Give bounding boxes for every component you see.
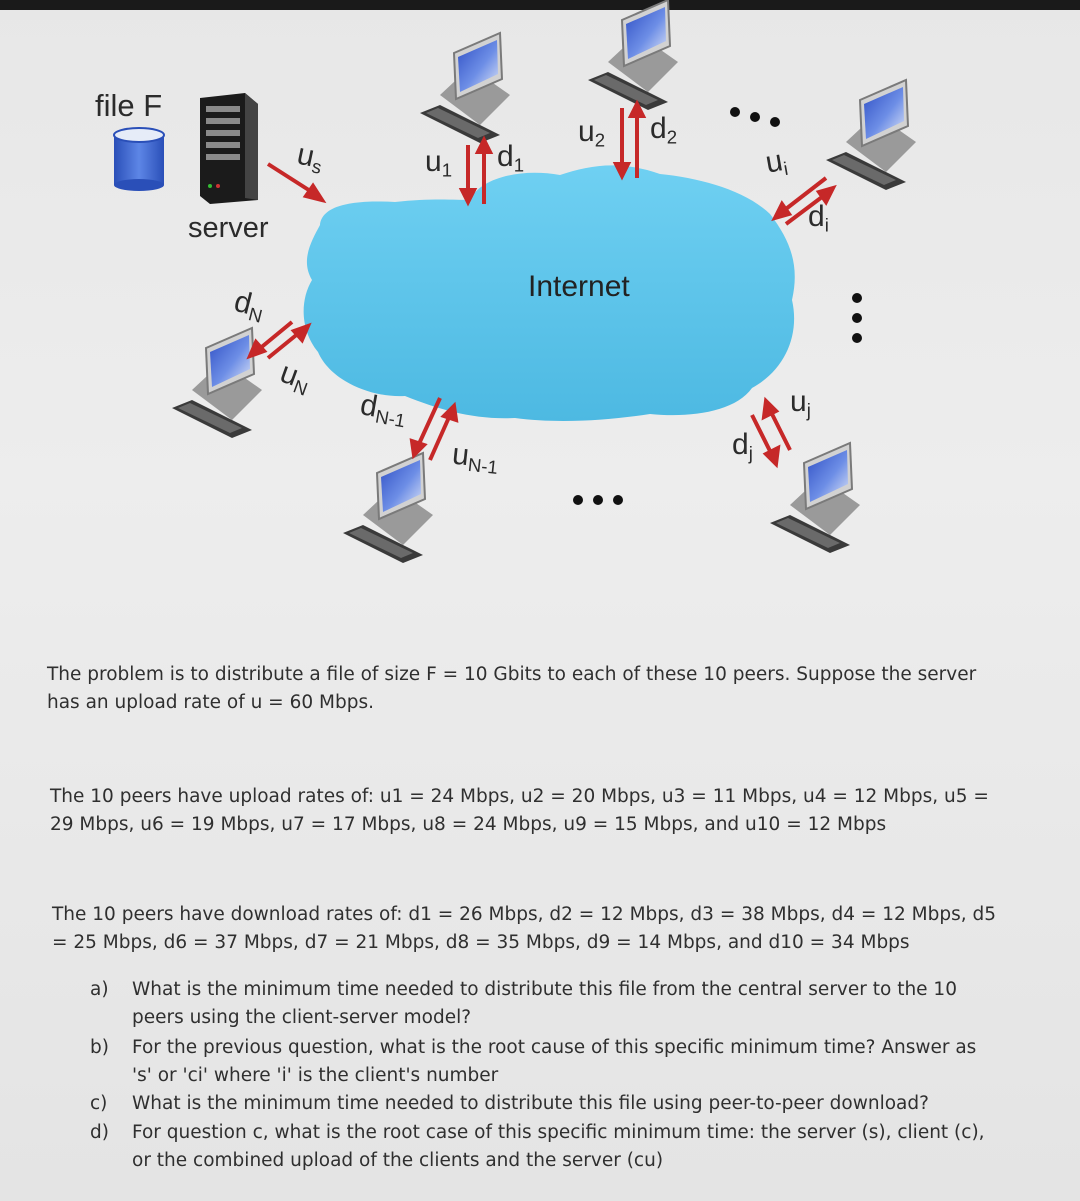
question-a-letter: a) — [90, 979, 109, 1000]
server-icon — [200, 93, 258, 204]
intro-paragraph: The problem is to distribute a file of s… — [47, 661, 976, 717]
upload-line-1: The 10 peers have upload rates of: u1 = … — [50, 786, 989, 807]
peer-2-computer-icon — [587, 0, 679, 111]
internet-label: Internet — [528, 270, 630, 303]
label-uj: uj — [790, 385, 811, 421]
upload-paragraph: The 10 peers have upload rates of: u1 = … — [50, 783, 989, 839]
file-label: file F — [95, 88, 163, 123]
ellipsis-dots — [573, 107, 862, 505]
peer-j-computer-icon — [769, 442, 861, 554]
question-a-line-2: peers using the client-server model? — [132, 1007, 472, 1028]
label-d2: d2 — [650, 112, 678, 148]
upload-line-2: 29 Mbps, u6 = 19 Mbps, u7 = 17 Mbps, u8 … — [50, 814, 887, 835]
rate-arrows — [246, 99, 837, 469]
question-c-letter: c) — [90, 1093, 108, 1114]
download-line-2: = 25 Mbps, d6 = 37 Mbps, d7 = 21 Mbps, d… — [52, 932, 910, 953]
top-edge — [0, 0, 1080, 10]
peer-1-computer-icon — [419, 32, 511, 144]
download-line-1: The 10 peers have download rates of: d1 … — [52, 904, 997, 925]
intro-line-2: has an upload rate of u = 60 Mbps. — [47, 692, 374, 713]
server-label: server — [188, 212, 269, 244]
label-di: di — [808, 200, 829, 236]
label-dj: dj — [732, 428, 753, 464]
label-dN-1: dN-1 — [357, 388, 407, 432]
label-d1: d1 — [497, 140, 525, 176]
peer-n-computer-icon — [171, 327, 263, 439]
question-b-line-1: For the previous question, what is the r… — [132, 1037, 977, 1058]
label-u2: u2 — [578, 115, 606, 151]
label-uN-1: uN-1 — [450, 437, 499, 478]
peer-i-computer-icon — [825, 79, 917, 191]
download-paragraph: The 10 peers have download rates of: d1 … — [52, 901, 996, 957]
file-icon — [113, 127, 165, 191]
network-diagram — [113, 0, 917, 564]
question-d-line-2: or the combined upload of the clients an… — [132, 1150, 664, 1171]
question-b-line-2: 's' or 'ci' where 'i' is the client's nu… — [132, 1065, 499, 1086]
internet-cloud — [303, 165, 795, 421]
question-d-line-1: For question c, what is the root case of… — [132, 1122, 985, 1143]
label-u1: u1 — [425, 145, 453, 181]
question-d-letter: d) — [90, 1122, 109, 1143]
intro-line-1: The problem is to distribute a file of s… — [47, 664, 977, 685]
peer-n-minus-1-computer-icon — [342, 452, 434, 564]
question-c-line-1: What is the minimum time needed to distr… — [132, 1093, 929, 1114]
question-b-letter: b) — [90, 1037, 109, 1058]
question-a-line-1: What is the minimum time needed to distr… — [132, 979, 957, 1000]
